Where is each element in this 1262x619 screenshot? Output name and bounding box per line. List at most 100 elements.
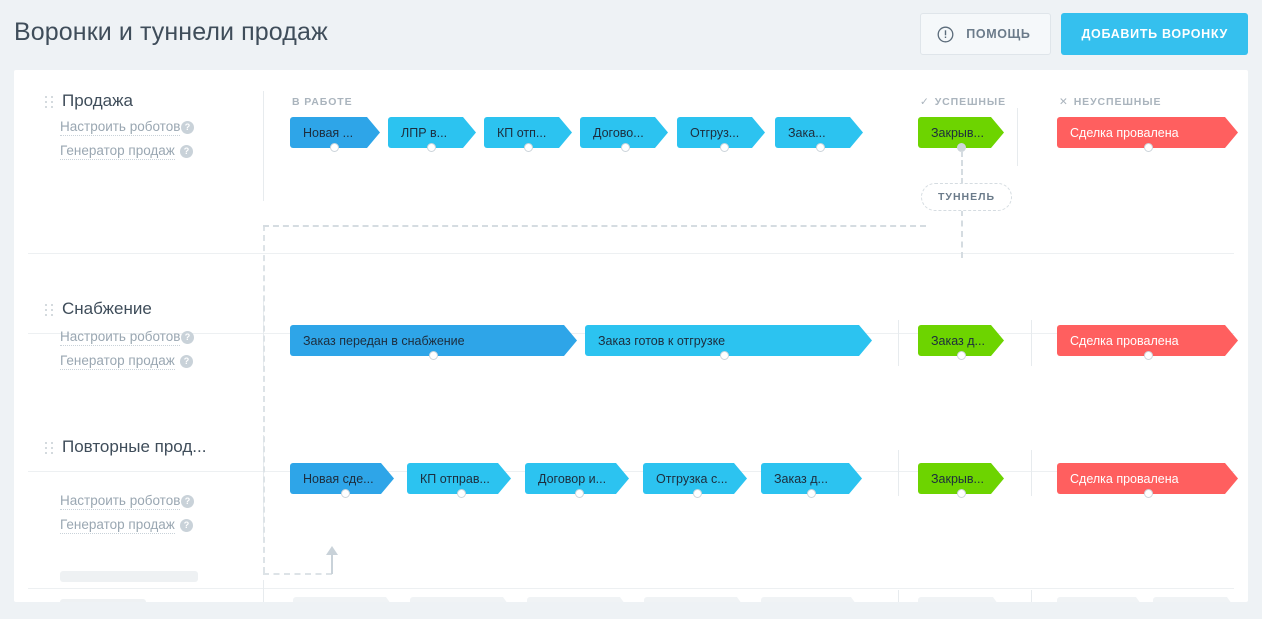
skeleton-stage-chip xyxy=(293,597,397,602)
stage-chip-dot[interactable] xyxy=(720,351,729,360)
sales-generator-link[interactable]: Генератор продаж xyxy=(60,143,175,160)
info-circle-icon xyxy=(937,26,954,43)
tunnel-badge[interactable]: Туннель xyxy=(921,183,1013,211)
row-separator xyxy=(28,588,1234,589)
column-label-success: ✓УСПЕШНЫЕ xyxy=(920,96,1006,108)
fail-stage-chip[interactable]: Сделка провалена xyxy=(1057,325,1238,356)
stage-chip[interactable]: КП отп... xyxy=(484,117,572,148)
row-separator xyxy=(28,471,1234,472)
fail-stage-chip-dot[interactable] xyxy=(1144,351,1153,360)
configure-robots-link[interactable]: Настроить роботов xyxy=(60,493,181,510)
stage-chip-dot[interactable] xyxy=(693,489,702,498)
stage-chip-dot[interactable] xyxy=(807,489,816,498)
stage-chip[interactable]: ЛПР в... xyxy=(388,117,476,148)
drag-handle-icon[interactable] xyxy=(45,303,54,317)
funnel-row-2: Повторные прод... Настроить роботов ? Ге… xyxy=(14,403,1248,588)
cross-icon: ✕ xyxy=(1059,96,1069,108)
tunnel-connector-bottom xyxy=(961,210,963,258)
fail-stage-chip-dot[interactable] xyxy=(1144,143,1153,152)
success-stage-chip[interactable]: Заказ д... xyxy=(918,325,1004,356)
stage-chip[interactable]: Новая сде... xyxy=(290,463,394,494)
skeleton-stage-chip xyxy=(410,597,514,602)
funnels-card: Продажа Настроить роботов ? Генератор пр… xyxy=(14,70,1248,602)
robots-help-icon[interactable]: ? xyxy=(181,331,194,344)
help-button[interactable]: Помощь xyxy=(920,13,1052,55)
funnel-title[interactable]: Повторные прод... xyxy=(62,437,207,456)
stage-chip[interactable]: КП отправ... xyxy=(407,463,511,494)
page-title: Воронки и туннели продаж xyxy=(14,18,328,46)
sales-generator-link[interactable]: Генератор продаж xyxy=(60,517,175,534)
tunnel-badge-label: Туннель xyxy=(938,191,996,203)
column-separator xyxy=(263,91,264,201)
sales-generator-link[interactable]: Генератор продаж xyxy=(60,353,175,370)
configure-robots-link[interactable]: Настроить роботов xyxy=(60,119,181,136)
row-separator xyxy=(28,253,1234,254)
stage-chip[interactable]: Заказ передан в снабжение xyxy=(290,325,577,356)
column-separator xyxy=(263,580,264,602)
tunnel-arrow-stem xyxy=(331,554,333,574)
drag-handle-icon[interactable] xyxy=(45,441,54,455)
stage-chip-dot[interactable] xyxy=(720,143,729,152)
stage-chip[interactable]: Заказ готов к отгрузке xyxy=(585,325,872,356)
stage-chip[interactable]: Зака... xyxy=(775,117,863,148)
stage-chip-dot[interactable] xyxy=(330,143,339,152)
funnel-title[interactable]: Продажа xyxy=(62,91,133,110)
success-stage-chip[interactable]: Закрыв... xyxy=(918,117,1004,148)
success-stage-chip[interactable]: Закрыв... xyxy=(918,463,1004,494)
stage-chip-dot[interactable] xyxy=(429,351,438,360)
robots-help-icon[interactable]: ? xyxy=(181,121,194,134)
funnel-title[interactable]: Снабжение xyxy=(62,299,152,318)
column-separator xyxy=(898,450,899,496)
success-stage-chip-dot[interactable] xyxy=(957,351,966,360)
generator-help-icon[interactable]: ? xyxy=(180,355,193,368)
fail-stage-chip-dot[interactable] xyxy=(1144,489,1153,498)
stage-chip-dot[interactable] xyxy=(427,143,436,152)
stage-chip-dot[interactable] xyxy=(816,143,825,152)
fail-stage-chip[interactable]: Сделка провалена xyxy=(1057,463,1238,494)
skeleton-title xyxy=(60,571,198,582)
stage-chip-dot[interactable] xyxy=(524,143,533,152)
column-separator xyxy=(898,320,899,366)
stage-chip-dot[interactable] xyxy=(575,489,584,498)
fail-label: НЕУСПЕШНЫЕ xyxy=(1073,96,1162,108)
tunnel-frame-vertical xyxy=(263,225,265,573)
skeleton-stage-chip xyxy=(527,597,631,602)
stage-chip[interactable]: Догово... xyxy=(580,117,668,148)
robots-help-icon[interactable]: ? xyxy=(181,495,194,508)
funnel-row-placeholder xyxy=(14,518,1248,602)
stage-chip-dot[interactable] xyxy=(457,489,466,498)
fail-stage-chip[interactable]: Сделка провалена xyxy=(1057,117,1238,148)
tunnel-connector-top xyxy=(961,151,963,193)
stage-chip-dot[interactable] xyxy=(621,143,630,152)
tunnel-connector-left xyxy=(263,225,926,227)
stage-chip[interactable]: Заказ д... xyxy=(761,463,862,494)
funnel-row-1: Снабжение Настроить роботов ? Генератор … xyxy=(14,253,1248,403)
stage-chip[interactable]: Отгруз... xyxy=(677,117,765,148)
generator-help-icon[interactable]: ? xyxy=(180,145,193,158)
skeleton-link xyxy=(60,599,146,602)
column-label-in-work: В РАБОТЕ xyxy=(292,96,353,108)
drag-handle-icon[interactable] xyxy=(45,95,54,109)
column-separator xyxy=(1031,590,1032,602)
funnel-row-0: Продажа Настроить роботов ? Генератор пр… xyxy=(14,70,1248,253)
header-actions: Помощь Добавить воронку xyxy=(920,13,1248,55)
skeleton-stage-chip xyxy=(761,597,862,602)
generator-help-icon[interactable]: ? xyxy=(180,519,193,532)
skeleton-fail-chip xyxy=(1153,597,1238,602)
stage-chip[interactable]: Договор и... xyxy=(525,463,629,494)
configure-robots-link[interactable]: Настроить роботов xyxy=(60,329,181,346)
stage-chip[interactable]: Отгрузка с... xyxy=(643,463,747,494)
skeleton-stage-chip xyxy=(644,597,748,602)
add-funnel-button[interactable]: Добавить воронку xyxy=(1061,13,1248,55)
tunnel-frame-bottom xyxy=(263,573,332,575)
tunnel-arrow-head xyxy=(326,546,338,555)
check-icon: ✓ xyxy=(920,96,930,108)
add-funnel-label: Добавить воронку xyxy=(1081,27,1228,41)
skeleton-fail-chip xyxy=(1057,597,1147,602)
stage-chip-dot[interactable] xyxy=(341,489,350,498)
column-separator xyxy=(1017,108,1018,166)
success-stage-chip-dot[interactable] xyxy=(957,489,966,498)
stage-chip[interactable]: Новая ... xyxy=(290,117,380,148)
column-separator xyxy=(1031,450,1032,496)
